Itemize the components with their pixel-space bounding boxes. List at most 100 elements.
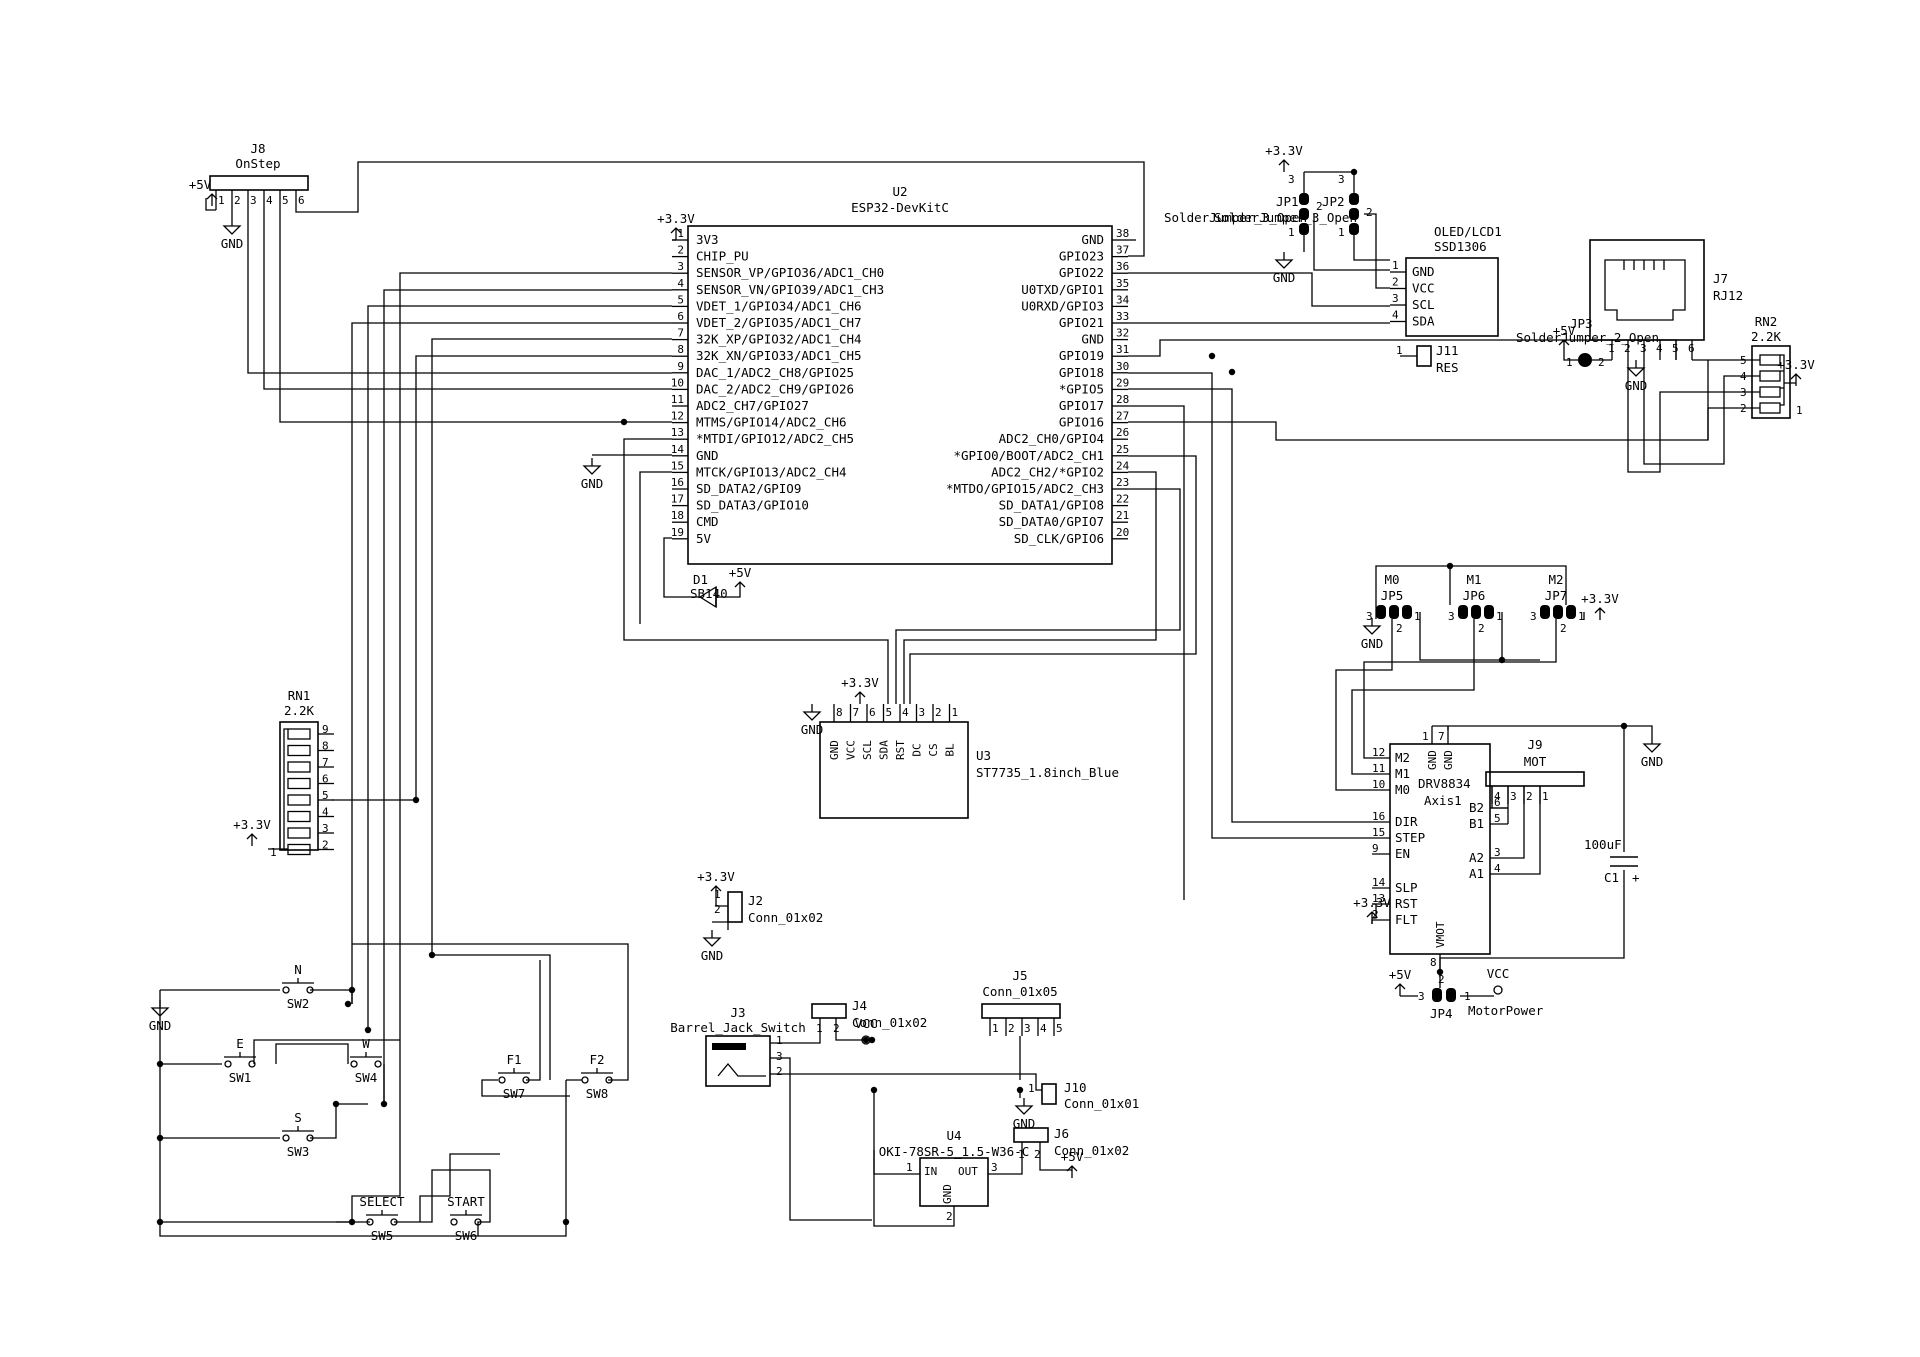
drv-pin-name: GND bbox=[1442, 750, 1455, 770]
j8-pin-num: 3 bbox=[250, 194, 257, 207]
jumper-pad-icon bbox=[1389, 605, 1399, 619]
switch-contact-icon bbox=[450, 1218, 458, 1226]
u2-pin-name: GND bbox=[696, 448, 719, 463]
j5-pin-num: 4 bbox=[1040, 1022, 1047, 1035]
j2-body bbox=[727, 891, 743, 923]
u3-pin-num: 5 bbox=[886, 706, 893, 719]
u2-pin-name: GND bbox=[1081, 332, 1104, 347]
drv-value: Axis1 bbox=[1424, 793, 1462, 808]
j5-body bbox=[981, 1003, 1061, 1019]
switch-ref: SW3 bbox=[287, 1144, 310, 1159]
u2-pin-num: 15 bbox=[671, 459, 684, 472]
svg-text:3: 3 bbox=[991, 1161, 998, 1174]
u2-pin-name: U0RXD/GPIO3 bbox=[1021, 298, 1104, 313]
c1-ref: C1 bbox=[1604, 870, 1619, 885]
switch-label: E bbox=[236, 1036, 244, 1051]
switch-contact-icon bbox=[282, 986, 290, 994]
svg-text:1: 1 bbox=[1578, 610, 1585, 623]
gnd-label: GND bbox=[1625, 378, 1648, 393]
rn1-value: 2.2K bbox=[284, 703, 315, 718]
rn1-pin-num: 7 bbox=[322, 756, 329, 769]
u2-pin-num: 32 bbox=[1116, 327, 1129, 340]
drv-pin-name: B2 bbox=[1469, 800, 1484, 815]
jp4-ref: JP4 bbox=[1430, 1006, 1453, 1021]
switch-ref: SW4 bbox=[355, 1070, 378, 1085]
switch-label: N bbox=[294, 962, 302, 977]
drv-pin-name: DIR bbox=[1395, 814, 1418, 829]
j10-body bbox=[1041, 1083, 1057, 1105]
jp1-value: SolderJumper_3_Open bbox=[1164, 210, 1307, 225]
j5-pin-num: 3 bbox=[1024, 1022, 1031, 1035]
switch-contact-icon bbox=[248, 1060, 256, 1068]
j11-res: 1 J11 RES bbox=[1396, 343, 1459, 375]
u3-pin-name: GND bbox=[828, 740, 841, 760]
drv-pin-num: 10 bbox=[1372, 778, 1385, 791]
rn2-pin-num: 2 bbox=[1740, 402, 1747, 415]
u2-pin-num: 21 bbox=[1116, 509, 1129, 522]
rn2-pin-num: 3 bbox=[1740, 386, 1747, 399]
u2-pin-num: 23 bbox=[1116, 476, 1129, 489]
u3-pin-num: 7 bbox=[853, 706, 860, 719]
j8-value: OnStep bbox=[235, 156, 280, 171]
u3-ref: U3 bbox=[976, 748, 991, 763]
jumper-pad-icon bbox=[1540, 605, 1550, 619]
drv-pin-name: M1 bbox=[1395, 766, 1410, 781]
v33-label: +3.3V bbox=[1581, 591, 1619, 606]
u2-body bbox=[687, 225, 1113, 565]
junction-dot-icon bbox=[156, 1060, 164, 1068]
u2-pin-num: 24 bbox=[1116, 459, 1130, 472]
drv-pin-num: 4 bbox=[1494, 862, 1501, 875]
drv-pin-name: M0 bbox=[1395, 782, 1410, 797]
j9-body bbox=[1485, 771, 1585, 787]
rn2-value: 2.2K bbox=[1751, 329, 1782, 344]
v5-label: +5V bbox=[729, 565, 752, 580]
svg-text:2: 2 bbox=[1366, 206, 1373, 219]
u2-pin-name: U0TXD/GPIO1 bbox=[1021, 282, 1104, 297]
junction-dot-icon bbox=[380, 1100, 388, 1108]
jumper-mode-label: M0 bbox=[1384, 572, 1399, 587]
j2-ref: J2 bbox=[748, 893, 763, 908]
junction-dot-icon bbox=[348, 986, 356, 994]
j6-ref: J6 bbox=[1054, 1126, 1069, 1141]
drv-pin-name: B1 bbox=[1469, 816, 1484, 831]
svg-text:1: 1 bbox=[1288, 226, 1295, 239]
u2-pin-num: 33 bbox=[1116, 310, 1129, 323]
gnd-label: GND bbox=[581, 476, 604, 491]
svg-text:+: + bbox=[1632, 870, 1640, 885]
switch-ref: SW7 bbox=[503, 1086, 526, 1101]
oled-ref: OLED/LCD1 bbox=[1434, 224, 1502, 239]
svg-text:1: 1 bbox=[1496, 610, 1503, 623]
j7-pin-num: 2 bbox=[1624, 342, 1631, 355]
u2-pin-name: VDET_1/GPIO34/ADC1_CH6 bbox=[696, 298, 862, 313]
u2-pin-num: 31 bbox=[1116, 343, 1129, 356]
rn1-pin-num: 3 bbox=[322, 822, 329, 835]
junction-dot-icon bbox=[1016, 1086, 1024, 1094]
u3-pin-name: BL bbox=[944, 743, 957, 757]
u2-value: ESP32-DevKitC bbox=[851, 200, 949, 215]
u2-pin-name: GPIO17 bbox=[1059, 398, 1104, 413]
u2-pin-name: MTCK/GPIO13/ADC2_CH4 bbox=[696, 464, 847, 479]
u2-pin-name: 32K_XN/GPIO33/ADC1_CH5 bbox=[696, 348, 862, 363]
junction-dot-icon bbox=[156, 1134, 164, 1142]
power-symbols: GNDGNDGNDGNDGNDGNDGNDGNDGNDGND+3.3V+3.3V… bbox=[149, 143, 1815, 1178]
gnd-label: GND bbox=[801, 722, 824, 737]
drv-pin-name: A1 bbox=[1469, 866, 1484, 881]
rn1-body bbox=[279, 721, 319, 851]
j5-pin-num: 1 bbox=[992, 1022, 999, 1035]
svg-text:1: 1 bbox=[1338, 226, 1345, 239]
u2-pin-name: GPIO18 bbox=[1059, 365, 1104, 380]
u3-pin-num: 6 bbox=[869, 706, 876, 719]
j3-ref: J3 bbox=[730, 1005, 745, 1020]
u2-pin-name: SD_DATA2/GPIO9 bbox=[696, 481, 801, 496]
jp3-value: SolderJumper_2_Open bbox=[1516, 330, 1659, 345]
u3-pin-name: CS bbox=[927, 743, 940, 756]
junction-dot-icon bbox=[1436, 968, 1444, 976]
rj12-socket-icon bbox=[1604, 259, 1686, 321]
switch-ref: SW8 bbox=[586, 1086, 609, 1101]
svg-text:3: 3 bbox=[1530, 610, 1537, 623]
u3-value: ST7735_1.8inch_Blue bbox=[976, 765, 1119, 780]
u3-pin-num: 3 bbox=[919, 706, 926, 719]
